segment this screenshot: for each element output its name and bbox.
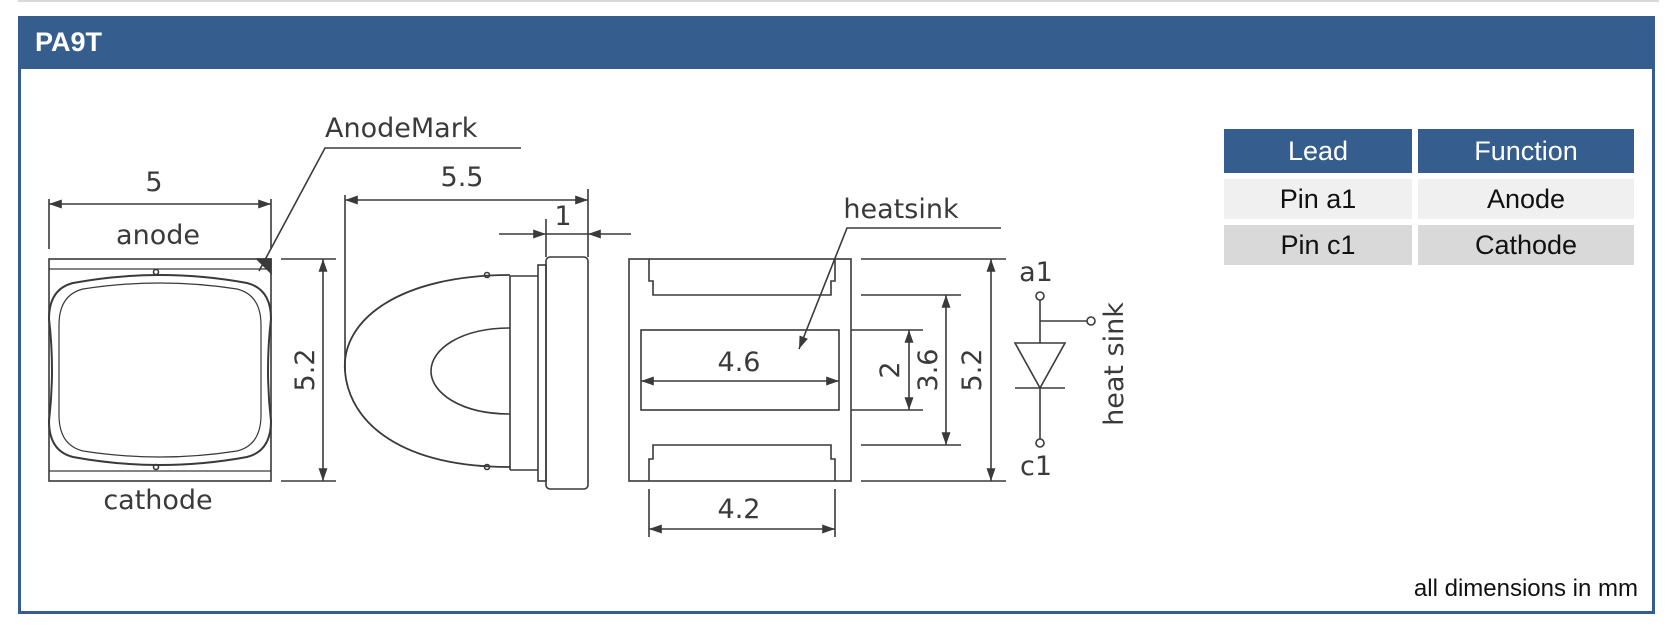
bottom-view [628, 227, 1006, 537]
dim-label-length-5-5: 5.5 [441, 162, 484, 193]
dim-label-3-6: 3.6 [913, 349, 944, 392]
heatsink-pad [640, 329, 840, 411]
anode-mark-corner [255, 258, 272, 275]
title-bar: PA9T [21, 19, 1652, 69]
column-header-function: Function [1418, 129, 1634, 173]
top-view [47, 147, 521, 482]
top-view-outline [48, 258, 272, 482]
dim-label-2: 2 [875, 361, 906, 378]
dim-label-flange-1: 1 [554, 201, 571, 232]
pin-a1-label: a1 [1019, 257, 1053, 288]
package-panel: PA9T [18, 16, 1655, 614]
package-drawing: 5 anode cathode AnodeMark 5.2 5.5 1 heat… [47, 113, 1130, 537]
table-row: Pin c1 Cathode [1224, 225, 1634, 265]
column-header-lead: Lead [1224, 129, 1412, 173]
anode-label: anode [116, 220, 200, 251]
function-cell: Cathode [1418, 225, 1634, 265]
dim-label-width-5: 5 [145, 167, 162, 198]
bottom-view-outline [628, 258, 852, 482]
function-cell: Anode [1418, 179, 1634, 219]
heatsink-label: heatsink [843, 194, 959, 225]
top-divider [18, 0, 1659, 2]
heat-sink-schematic-label: heat sink [1099, 302, 1130, 426]
table-row: Pin a1 Anode [1224, 179, 1634, 219]
lead-cell: Pin c1 [1224, 225, 1412, 265]
side-view [344, 189, 631, 490]
lens-outline [47, 274, 273, 466]
dim-label-heatsink-4-6: 4.6 [718, 347, 761, 378]
package-title: PA9T [35, 27, 103, 57]
lead-cell: Pin a1 [1224, 179, 1412, 219]
pin-c1-label: c1 [1020, 451, 1052, 482]
pin-function-table: Lead Function Pin a1 Anode Pin c1 Cathod… [1218, 123, 1640, 271]
anode-mark-label: AnodeMark [325, 113, 478, 144]
anode-pad [648, 259, 836, 296]
units-note: all dimensions in mm [1413, 575, 1638, 602]
dim-label-5-2-bottom: 5.2 [957, 349, 988, 392]
dim-label-height-5-2: 5.2 [290, 349, 321, 392]
anode-mark-leader [258, 147, 521, 272]
diode-schematic [1013, 291, 1096, 448]
heatsink-leader [798, 227, 1001, 350]
cathode-pad [648, 444, 836, 481]
table-header-row: Lead Function [1224, 129, 1634, 173]
diode-symbol [1013, 342, 1067, 390]
side-view-flange [545, 256, 589, 490]
cathode-label: cathode [103, 485, 212, 516]
side-view-lens [344, 274, 511, 468]
dim-label-width-4-2: 4.2 [718, 494, 761, 525]
